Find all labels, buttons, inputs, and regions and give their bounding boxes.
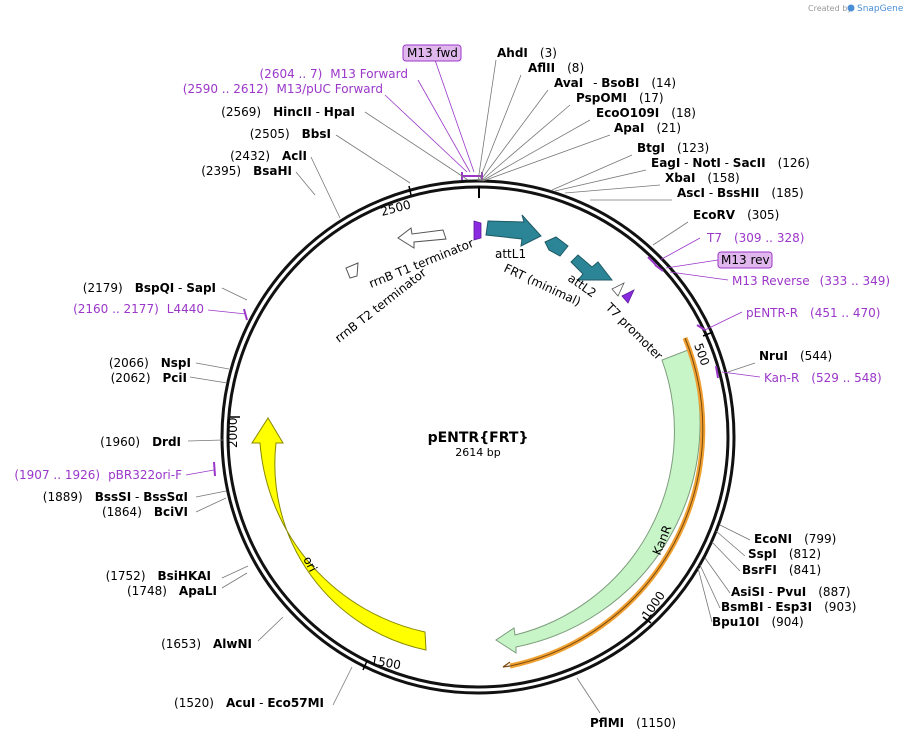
enzyme-avai: AvaI - BsoBI(14) bbox=[554, 76, 676, 90]
enzyme-btgi: BtgI(123) bbox=[637, 141, 709, 155]
enzyme-econi: EcoNI(799) bbox=[754, 532, 836, 546]
tick-label-1500: 1500 bbox=[369, 653, 402, 672]
primer-leader-lines bbox=[185, 59, 761, 476]
leader-lines bbox=[187, 59, 756, 714]
enzyme-ecorv: EcoRV(305) bbox=[693, 208, 779, 222]
snapgene-logo-icon bbox=[847, 4, 855, 12]
enzyme-bsihkai: (1752)BsiHKAI bbox=[106, 569, 211, 583]
enzyme-asci: AscI - BssHII(185) bbox=[677, 186, 804, 200]
m13-fwd-box bbox=[402, 44, 462, 62]
enzyme-pcii: (2062)PciI bbox=[111, 371, 187, 385]
enzyme-labels-right: AhdI(3) AflII(8) AvaI - BsoBI(14) PspOMI… bbox=[497, 46, 856, 730]
tick-label-2500: 2500 bbox=[379, 197, 412, 218]
enzyme-ahdi: AhdI(3) bbox=[497, 46, 557, 60]
credit-brand: SnapGene bbox=[857, 4, 904, 14]
enzyme-nrui: NruI(544) bbox=[759, 349, 832, 363]
enzyme-xbai: XbaI(158) bbox=[665, 171, 740, 185]
enzyme-bspqi: (2179)BspQI - SapI bbox=[83, 281, 216, 295]
ori-label: ori bbox=[300, 554, 320, 574]
rrnb-t1-label: rrnB T1 terminator bbox=[367, 236, 476, 291]
enzyme-aflii: AflII(8) bbox=[528, 61, 584, 75]
enzyme-bsmbi: BsmBI - Esp3I(903) bbox=[721, 600, 856, 614]
enzyme-bbsi: (2505)BbsI bbox=[250, 127, 331, 141]
enzyme-asisi: AsiSI - PvuI(887) bbox=[731, 585, 851, 599]
primer-m13-puc-forward: (2590 .. 2612)M13/pUC Forward bbox=[183, 82, 383, 96]
primer-pbr322ori-f: (1907 .. 1926)pBR322ori-F bbox=[14, 468, 182, 482]
rrnb-t1-arrow bbox=[397, 227, 447, 249]
enzyme-bsssi: (1889)BssSI - BssSαI bbox=[43, 490, 188, 504]
enzyme-bsahi: (2395)BsaHI bbox=[201, 164, 292, 178]
enzyme-ecoo109i: EcoO109I(18) bbox=[596, 106, 696, 120]
enzyme-acli: (2432)AclI bbox=[230, 149, 307, 163]
enzyme-apali: (1748)ApaLI bbox=[127, 584, 217, 598]
enzyme-drdi: (1960)DrdI bbox=[100, 435, 181, 449]
attl2-arrow bbox=[570, 254, 614, 281]
enzyme-bsrfi: BsrFI(841) bbox=[742, 563, 821, 577]
enzyme-pspomi: PspOMI(17) bbox=[576, 91, 664, 105]
kanr-highlight-core bbox=[509, 337, 704, 667]
primer-kan-r: Kan-R(529 .. 548) bbox=[764, 371, 882, 385]
purple-feature-arrow bbox=[473, 220, 482, 241]
enzyme-alwni: (1653)AlwNI bbox=[161, 637, 252, 651]
enzyme-apai: ApaI(21) bbox=[614, 121, 681, 135]
credit-prefix: Created by bbox=[808, 4, 852, 13]
rrnb-t2-arrow bbox=[345, 262, 359, 279]
frt-arrow bbox=[544, 236, 569, 257]
kanr-arrow bbox=[495, 349, 701, 654]
t7-promoter-label: T7 promoter bbox=[602, 300, 665, 363]
m13-rev-label: M13 rev bbox=[721, 253, 770, 267]
plasmid-size: 2614 bp bbox=[455, 446, 500, 459]
primer-l4440: (2160 .. 2177)L4440 bbox=[73, 302, 204, 316]
m13-rev-box bbox=[717, 251, 773, 269]
tick-500 bbox=[702, 331, 714, 337]
enzyme-eagi: EagI - NotI - SacII(126) bbox=[651, 156, 810, 170]
primer-pentr-r: pENTR-R(451 .. 470) bbox=[746, 306, 880, 320]
tick-label-2000: 2000 bbox=[226, 417, 240, 448]
primer-t7: T7(309 .. 328) bbox=[706, 231, 804, 245]
primer-m13-reverse: M13 Reverse(333 .. 349) bbox=[732, 274, 890, 288]
enzyme-acui: (1520)AcuI - Eco57MI bbox=[174, 696, 324, 710]
enzyme-nspi: (2066)NspI bbox=[109, 356, 191, 370]
t7-promoter-arrow bbox=[621, 289, 635, 304]
primer-m13-forward: (2604 .. 7)M13 Forward bbox=[260, 67, 409, 81]
attl1-arrow bbox=[485, 214, 542, 247]
m13-fwd-label: M13 fwd bbox=[407, 46, 458, 60]
enzyme-bcivi: (1864)BciVI bbox=[102, 505, 188, 519]
enzyme-bpu10i: Bpu10I(904) bbox=[712, 615, 804, 629]
enzyme-pflmi: PflMI(1150) bbox=[590, 716, 676, 730]
enzyme-hincii: (2569)HincII - HpaI bbox=[221, 105, 355, 119]
tick-1000 bbox=[642, 616, 652, 624]
enzyme-labels-left: (1520)AcuI - Eco57MI (1653)AlwNI (1748)A… bbox=[43, 105, 355, 710]
tick-1500 bbox=[362, 660, 368, 671]
tick-2500 bbox=[408, 185, 412, 196]
plasmid-name: pENTR{FRT} bbox=[428, 430, 529, 446]
ori-arrow bbox=[251, 417, 427, 651]
enzyme-sspi: SspI(812) bbox=[748, 547, 821, 561]
attl1-label: attL1 bbox=[495, 247, 526, 261]
primer-labels: (2604 .. 7)M13 Forward (2590 .. 2612)M13… bbox=[14, 67, 890, 482]
t7-promoter-open-arrow bbox=[611, 282, 625, 297]
